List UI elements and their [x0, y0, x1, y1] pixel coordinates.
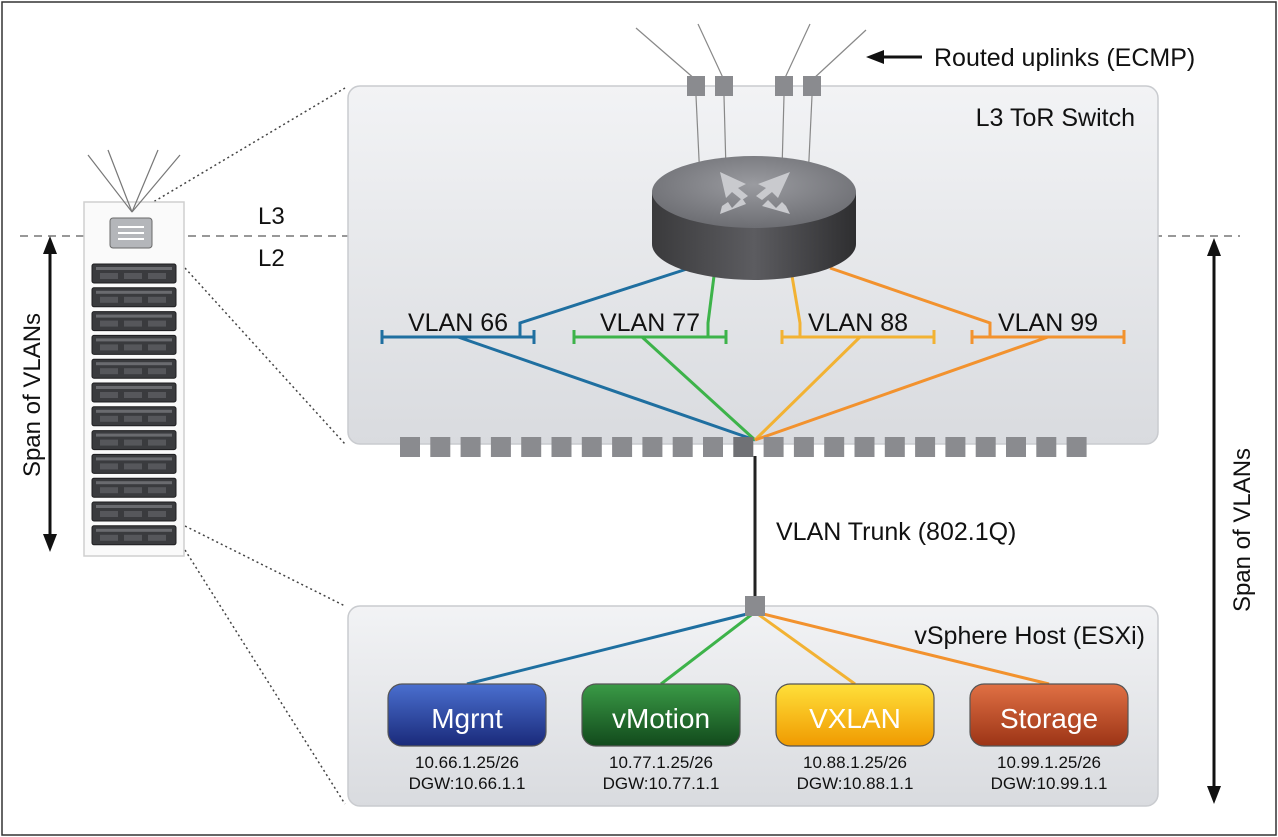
host-vlan-link — [466, 610, 756, 686]
switch-port — [612, 437, 633, 457]
vmkernel-name: vMotion — [612, 703, 710, 734]
switch-port — [824, 437, 845, 457]
span-label-right: Span of VLANs — [1229, 448, 1256, 612]
vmkernel-gateway: DGW:10.88.1.1 — [797, 774, 914, 793]
switch-port — [945, 437, 966, 457]
vmkernel-gateway: DGW:10.77.1.1 — [603, 774, 720, 793]
rack-server-unit — [91, 406, 177, 427]
switch-port — [884, 437, 905, 457]
vlan-lines — [457, 266, 1049, 442]
switch-ports — [400, 437, 1087, 457]
span-arrow-right — [1207, 238, 1221, 804]
rack-server-unit — [91, 358, 177, 379]
switch-port — [490, 437, 511, 457]
vmkernel-gateway: DGW:10.66.1.1 — [409, 774, 526, 793]
rack-server-unit — [91, 453, 177, 474]
vmkernel-ip: 10.99.1.25/26 — [997, 753, 1101, 772]
vmkernel-ip: 10.88.1.25/26 — [803, 753, 907, 772]
span-label-left: Span of VLANs — [19, 313, 46, 477]
host-nic-port — [745, 596, 765, 616]
vlan-label: VLAN 88 — [808, 309, 908, 337]
switch-port — [793, 437, 814, 457]
uplink-ports — [687, 76, 821, 96]
switch-port — [1066, 437, 1087, 457]
switch-port — [400, 437, 420, 457]
switch-port — [581, 437, 602, 457]
switch-port — [975, 437, 996, 457]
switch-port — [703, 437, 723, 457]
l2-label: L2 — [258, 245, 285, 272]
switch-port — [460, 437, 481, 457]
vlan-label: VLAN 77 — [600, 309, 700, 337]
switch-port — [642, 437, 663, 457]
rack-server-unit — [91, 430, 177, 451]
switch-port — [551, 437, 572, 457]
vlan-label: VLAN 66 — [408, 309, 508, 337]
vmkernel-name: Mgrnt — [431, 703, 503, 734]
vlan-bar-3: VLAN 88 — [780, 309, 936, 344]
vsphere-host-label: vSphere Host (ESXi) — [914, 622, 1145, 650]
router-icon — [652, 156, 856, 280]
rack-server-unit — [91, 311, 177, 332]
vmkernel-name: VXLAN — [809, 703, 901, 734]
rack-server-unit — [91, 382, 177, 403]
switch-port — [915, 437, 936, 457]
vmkernel-gateway: DGW:10.99.1.1 — [991, 774, 1108, 793]
switch-port — [1006, 437, 1026, 457]
rack-server-unit — [91, 477, 177, 498]
switch-port — [672, 437, 693, 457]
vmkernel-ip: 10.77.1.25/26 — [609, 753, 713, 772]
vlan-label: VLAN 99 — [998, 309, 1098, 337]
host-vlan-link — [754, 610, 856, 686]
server-rack — [83, 149, 185, 557]
switch-port — [854, 437, 875, 457]
switch-port — [1036, 437, 1057, 457]
vmkernel-ip: 10.66.1.25/26 — [415, 753, 519, 772]
rack-server-unit — [91, 287, 177, 308]
switch-port — [521, 437, 542, 457]
rack-server-unit — [91, 501, 177, 522]
vlan-bars: VLAN 66 VLAN 77 VLAN 88 VLAN 99 — [380, 309, 1126, 344]
switch-port — [733, 437, 754, 457]
vlan-link-2 — [640, 275, 757, 442]
switch-port — [430, 437, 451, 457]
rack-server-unit — [91, 263, 177, 284]
span-arrow-left — [43, 236, 57, 552]
host-vlan-lines — [466, 610, 1050, 686]
vlan-trunk-label: VLAN Trunk (802.1Q) — [776, 518, 1016, 546]
tor-switch-label: L3 ToR Switch — [976, 104, 1135, 132]
vlan-link-3 — [753, 275, 862, 442]
zoom-lines — [149, 87, 346, 805]
rack-server-unit — [91, 525, 177, 546]
uplinks-arrow — [866, 50, 922, 64]
vlan-link-4 — [754, 266, 1049, 442]
vmkernel-name: Storage — [1000, 703, 1098, 734]
vlan-link-1 — [457, 266, 756, 442]
host-vlan-link — [660, 610, 756, 686]
vlan-bar-1: VLAN 66 — [380, 309, 536, 344]
routed-uplinks-label: Routed uplinks (ECMP) — [934, 44, 1195, 72]
vlan-bar-4: VLAN 99 — [970, 309, 1126, 344]
rack-server-unit — [91, 334, 177, 355]
host-vlan-link — [754, 610, 1050, 686]
switch-port — [763, 437, 784, 457]
vlan-bar-2: VLAN 77 — [572, 309, 728, 344]
l3-label: L3 — [258, 203, 285, 230]
rack-switch-icon — [109, 217, 153, 249]
